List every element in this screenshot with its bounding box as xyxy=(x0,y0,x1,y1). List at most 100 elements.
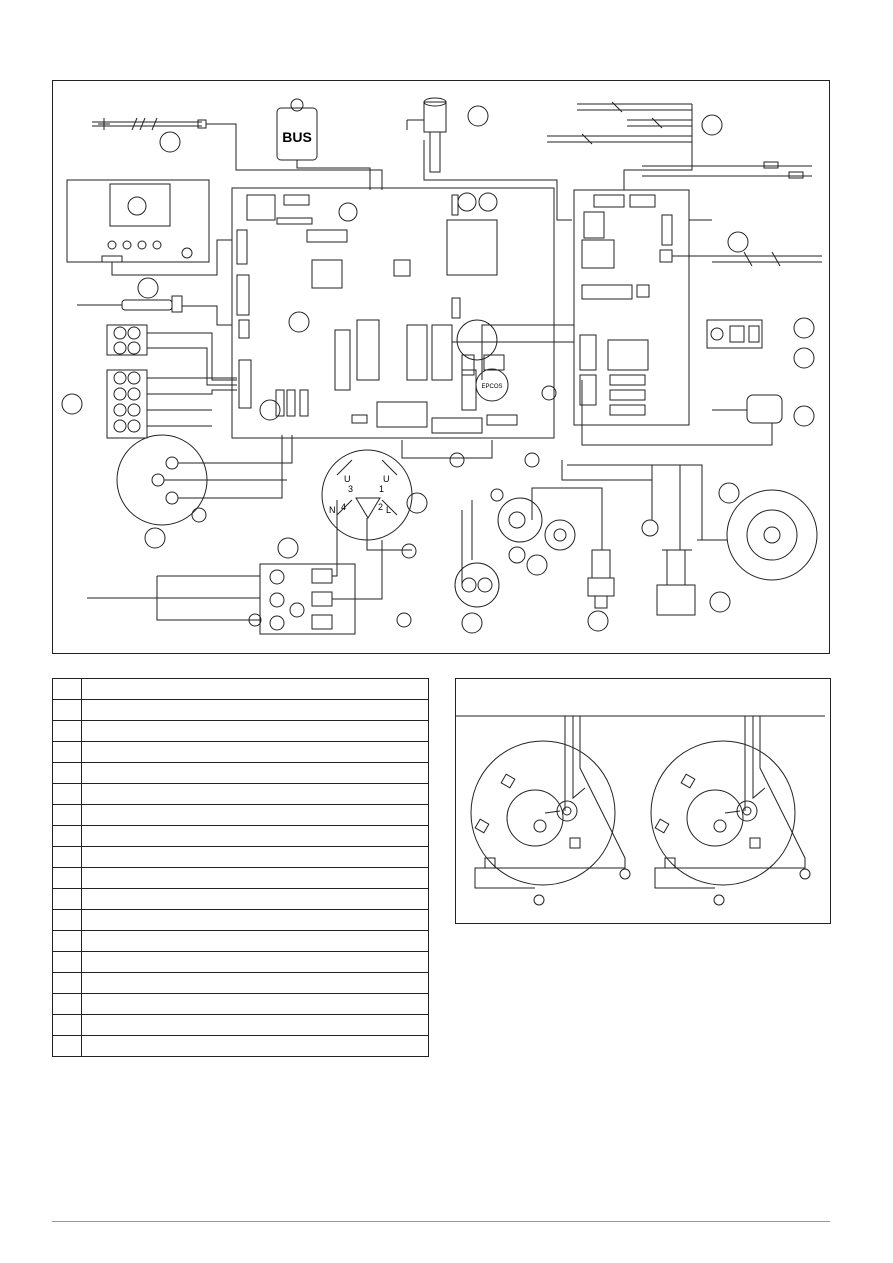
terminal-label-l: L xyxy=(386,505,391,515)
callout-circle xyxy=(701,114,723,136)
terminal-label-u1: U xyxy=(383,474,390,484)
callout-circle xyxy=(144,527,166,549)
legend-number xyxy=(52,930,82,952)
room-thermostat-terminal xyxy=(706,319,763,349)
burner-detail-frame xyxy=(455,678,831,924)
capacitor-brand-label: EPCOS xyxy=(481,384,502,390)
legend-description xyxy=(81,993,429,1015)
gas-valve-assembly xyxy=(454,487,603,608)
terminal-label-u3: U xyxy=(344,474,351,484)
legend-number xyxy=(52,867,82,889)
callout-circle xyxy=(406,492,428,514)
legend-row xyxy=(52,972,429,994)
callout-circle xyxy=(467,105,489,127)
wiring-diagram: BUS EPCOS U 3 U 1 N 4 2 L xyxy=(61,97,822,635)
legend-description xyxy=(81,972,429,994)
bus-module xyxy=(276,98,371,190)
wiring-diagram-frame xyxy=(52,80,830,654)
legend-description xyxy=(82,1036,429,1057)
legend-description xyxy=(81,720,429,742)
temperature-probe-top-left xyxy=(92,117,383,190)
legend-row xyxy=(52,930,429,952)
legend-number xyxy=(52,993,82,1015)
earth-symbol xyxy=(191,507,207,523)
legend-number xyxy=(52,1035,82,1057)
display-board xyxy=(66,179,232,276)
earth-symbol xyxy=(524,452,540,468)
earth-symbol xyxy=(396,612,412,628)
ignition-electrode xyxy=(77,295,232,326)
legend-row xyxy=(52,846,429,868)
legend-row xyxy=(52,678,429,700)
fan-blower xyxy=(567,464,818,581)
callout-circle xyxy=(159,131,181,153)
legend-row xyxy=(52,993,429,1015)
legend-number xyxy=(52,783,82,805)
legend-description xyxy=(81,888,429,910)
legend-description xyxy=(81,699,429,721)
legend-number xyxy=(52,741,82,763)
legend-description xyxy=(81,930,429,952)
earth-symbol-large xyxy=(793,347,815,369)
mains-terminal-block xyxy=(87,500,383,635)
legend-row xyxy=(52,825,429,847)
callout-circle xyxy=(793,317,815,339)
legend-row xyxy=(52,762,429,784)
sensor-leads-right xyxy=(642,161,812,179)
external-sensor xyxy=(581,380,783,446)
legend-description xyxy=(81,783,429,805)
legend-number xyxy=(52,825,82,847)
terminal-label-1: 1 xyxy=(379,484,384,494)
legend-row xyxy=(52,867,429,889)
ignition-transformer xyxy=(651,465,696,616)
callout-circle xyxy=(587,610,609,632)
earth-symbol xyxy=(248,613,262,627)
legend-description xyxy=(81,804,429,826)
gas-valve-coil xyxy=(406,97,572,221)
terminal-label-3: 3 xyxy=(348,484,353,494)
legend-number xyxy=(52,888,82,910)
legend-description xyxy=(81,846,429,868)
legend-row xyxy=(52,741,429,763)
callout-circle xyxy=(727,231,749,253)
legend-row xyxy=(52,909,429,931)
legend-row xyxy=(52,1035,429,1057)
bus-label: BUS xyxy=(282,129,312,145)
terminal-label-4: 4 xyxy=(341,502,346,512)
legend-description xyxy=(81,741,429,763)
legend-description xyxy=(81,762,429,784)
legend-row xyxy=(52,951,429,973)
legend-row xyxy=(52,888,429,910)
legend-description xyxy=(81,951,429,973)
callout-circle xyxy=(259,399,281,421)
burner-flange-right xyxy=(635,715,825,906)
terminal-label-2: 2 xyxy=(378,502,383,512)
temperature-probe-right xyxy=(712,251,822,267)
callout-circle xyxy=(137,277,159,299)
callout-circle xyxy=(526,554,548,576)
legend-row xyxy=(52,804,429,826)
flow-switch xyxy=(116,434,293,526)
callout-circle xyxy=(277,537,299,559)
callout-circle xyxy=(61,393,83,415)
callout-circle xyxy=(793,405,815,427)
legend-row xyxy=(52,720,429,742)
pressure-sensor xyxy=(587,549,615,609)
legend-description xyxy=(81,1014,429,1036)
callout-circle xyxy=(461,612,483,634)
earth-symbol xyxy=(449,452,465,468)
callout-circle xyxy=(709,591,731,613)
earth-symbol xyxy=(401,543,417,559)
legend-number xyxy=(52,846,82,868)
legend-number xyxy=(52,678,82,700)
callout-circle xyxy=(718,482,740,504)
legend-row xyxy=(52,699,429,721)
legend-number xyxy=(52,909,82,931)
terminal-label-n: N xyxy=(329,505,336,515)
legend-number xyxy=(52,972,82,994)
earth-symbol xyxy=(541,385,557,401)
sensor-leads-top-right xyxy=(547,101,693,190)
pump-connector xyxy=(321,449,413,551)
legend-table xyxy=(52,678,429,1057)
legend-row xyxy=(52,1014,429,1036)
